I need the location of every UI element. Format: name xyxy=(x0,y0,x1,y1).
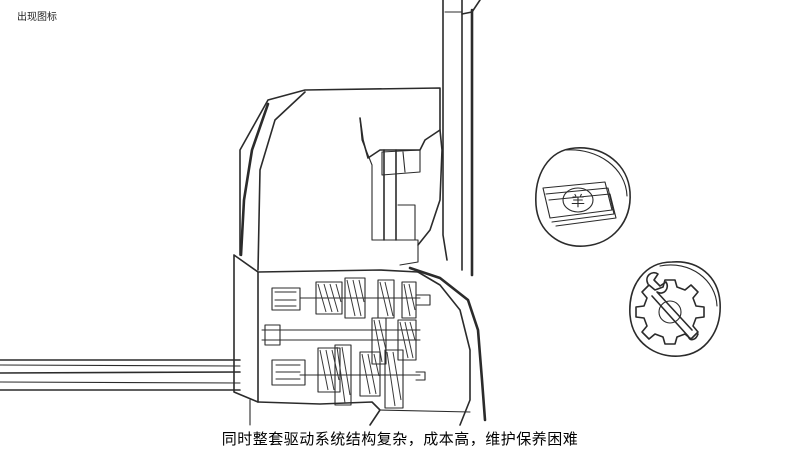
gearbox-casing xyxy=(233,254,487,426)
horizontal-rails xyxy=(0,359,241,391)
gear-train xyxy=(261,277,431,409)
corner-label: 出现图标 xyxy=(17,12,57,23)
subtitle-caption: 同时整套驱动系统结构复杂，成本高，维护保养困难 xyxy=(221,430,579,448)
vertical-column xyxy=(442,0,481,277)
cost-money-icon: 羊 xyxy=(535,147,631,247)
maintenance-wrench-gear-icon xyxy=(629,261,721,357)
machine-housing xyxy=(239,87,443,271)
money-symbol-text: 羊 xyxy=(571,194,585,210)
